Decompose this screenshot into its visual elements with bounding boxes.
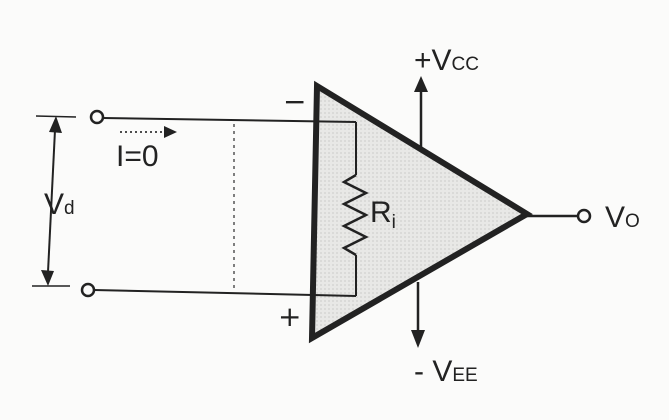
- vcc-label-main: +V: [414, 44, 452, 77]
- vee-label-main: - V: [414, 355, 452, 388]
- inverting-input-wire: [102, 117, 357, 123]
- inverting-input-terminal: [89, 109, 105, 125]
- vd-arrow-head-top: [49, 116, 62, 133]
- vcc-label: +VCC: [414, 44, 479, 77]
- ri-label: Ri: [370, 196, 396, 233]
- current-label: I=0: [116, 140, 159, 173]
- vee-label-sub: EE: [452, 365, 477, 386]
- vd-arrow-shaft: [47, 129, 56, 273]
- vcc-label-sub: CC: [452, 54, 479, 75]
- noninverting-input-wire: [93, 289, 357, 297]
- vcc-arrow-head: [414, 76, 428, 92]
- ri-label-sub: i: [392, 212, 396, 233]
- noninverting-input-terminal: [80, 282, 96, 298]
- output-terminal: [576, 208, 592, 224]
- vd-arrow-head-bottom: [41, 270, 54, 286]
- vo-label-sub: O: [625, 211, 640, 232]
- input-resistor: [341, 173, 369, 257]
- noninverting-sign-label: +: [278, 300, 301, 333]
- current-arrow-head: [164, 126, 177, 138]
- vo-label: VO: [605, 201, 640, 234]
- vd-label: Vd: [44, 188, 75, 221]
- inverting-sign-label: −: [283, 85, 306, 118]
- vd-tick-top: [35, 115, 77, 118]
- vd-label-main: V: [44, 188, 64, 221]
- vo-label-main: V: [605, 201, 625, 234]
- op-amp-triangle: [308, 80, 533, 344]
- ri-label-main: R: [370, 196, 392, 229]
- vd-label-sub: d: [64, 198, 75, 219]
- vee-label: - VEE: [414, 355, 478, 388]
- vee-arrow-head: [411, 330, 425, 348]
